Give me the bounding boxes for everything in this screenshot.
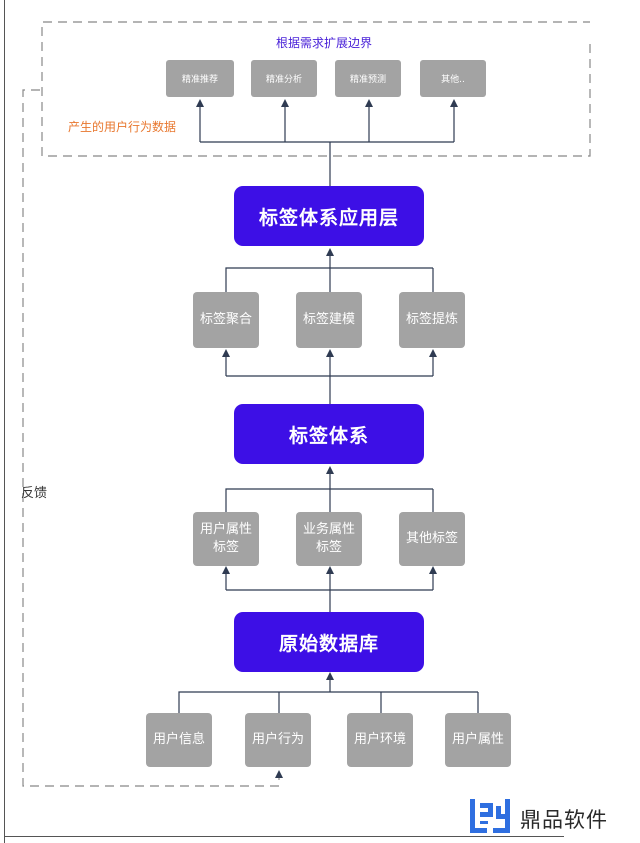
expansion-item-precise-recommendation: 精准推荐 bbox=[166, 60, 234, 97]
source-node-user-attribute: 用户属性 bbox=[445, 713, 511, 767]
expansion-item-other: 其他.. bbox=[420, 60, 486, 97]
attribute-node-user-attribute-tags: 用户属性 标签 bbox=[193, 512, 259, 566]
raw-database-node: 原始数据库 bbox=[234, 612, 424, 672]
frame-left-edge bbox=[4, 0, 5, 843]
feedback-loop bbox=[22, 89, 283, 787]
connector-sources-to-db bbox=[178, 691, 479, 713]
attribute-node-business-attribute-tags: 业务属性 标签 bbox=[296, 512, 362, 566]
process-node-tag-refining: 标签提炼 bbox=[399, 292, 465, 348]
process-node-tag-modeling: 标签建模 bbox=[296, 292, 362, 348]
source-node-user-behavior: 用户行为 bbox=[245, 713, 311, 767]
expansion-item-precise-prediction: 精准预测 bbox=[335, 60, 401, 97]
source-node-user-environment: 用户环境 bbox=[347, 713, 413, 767]
process-node-tag-aggregation: 标签聚合 bbox=[193, 292, 259, 348]
connector-app-to-expansion bbox=[200, 141, 454, 186]
expansion-item-precise-analysis: 精准分析 bbox=[251, 60, 317, 97]
tag-system-node: 标签体系 bbox=[234, 404, 424, 464]
expansion-boundary bbox=[41, 21, 591, 157]
attribute-node-other-tags: 其他标签 bbox=[399, 512, 465, 566]
connector-attributes-to-tags bbox=[225, 488, 433, 512]
frame-bottom-edge bbox=[4, 836, 564, 837]
feedback-label: 反馈 bbox=[21, 486, 48, 501]
connector-process-to-app bbox=[225, 267, 433, 292]
application-layer-node: 标签体系应用层 bbox=[234, 186, 424, 246]
expansion-title: 根据需求扩展边界 bbox=[276, 36, 373, 50]
brand-logo-icon bbox=[470, 799, 510, 833]
connector-db-to-attributes bbox=[226, 589, 433, 612]
behavior-data-note: 产生的用户行为数据 bbox=[68, 120, 177, 134]
source-node-user-info: 用户信息 bbox=[146, 713, 212, 767]
connector-tags-to-process bbox=[226, 375, 433, 404]
watermark: 鼎品软件 bbox=[468, 796, 628, 838]
watermark-text: 鼎品软件 bbox=[520, 808, 608, 832]
